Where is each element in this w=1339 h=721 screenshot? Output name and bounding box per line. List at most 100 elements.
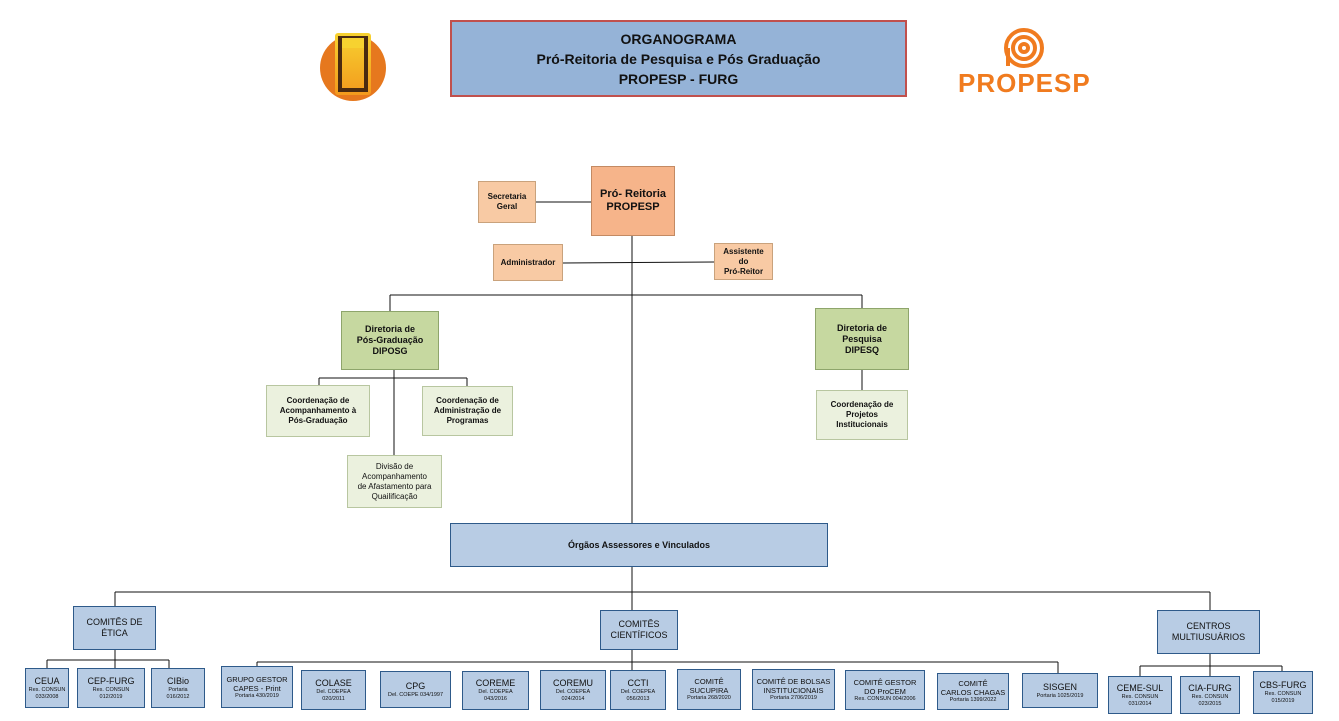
orgaos-assessores-box: Órgãos Assessores e Vinculados (450, 523, 828, 567)
cibio-ref-1: Portaria (168, 686, 188, 693)
bolsas-ref: Portaria 2706/2019 (770, 695, 817, 701)
cep-name: CEP-FURG (87, 675, 135, 686)
coreme-name: COREME (475, 678, 516, 688)
committee-coreme: COREME Del. COEPEA 043/2016 (462, 671, 529, 710)
cbs-furg-ref-2: 015/2019 (1271, 698, 1295, 704)
assistente-line-3: Pró-Reitor (723, 266, 764, 276)
coord-acomp-line-1: Coordenação de (286, 396, 350, 405)
sisgen-ref: Portaria 1025/2019 (1036, 692, 1084, 699)
orgaos-label: Órgãos Assessores e Vinculados (567, 539, 711, 550)
cpg-ref: Del. COEPE 034/1997 (387, 691, 444, 698)
cia-furg-ref-2: 023/2015 (1198, 700, 1222, 707)
org-chart-title: ORGANOGRAMA Pró-Reitoria de Pesquisa e P… (450, 20, 907, 97)
ceua-ref-2: 033/2008 (35, 693, 59, 700)
etica-line-1: COMITÊS DE (86, 617, 143, 627)
title-line-2: Pró-Reitoria de Pesquisa e Pós Graduação (536, 50, 821, 67)
carlos-chagas-ref: Portaria 1399/2022 (949, 697, 997, 703)
cep-ref-1: Res. CONSUN (92, 686, 130, 693)
ccti-ref-1: Del. COEPEA (620, 688, 656, 695)
pro-reitoria-box: Pró- Reitoria PROPESP (591, 166, 675, 236)
sucupira-name-1: COMITÊ (694, 677, 724, 686)
committee-colase: COLASE Del. COEPEA 020/2011 (301, 670, 366, 710)
grupo-gestor-name-1: GRUPO GESTOR (226, 674, 288, 684)
etica-line-2: ÉTICA (101, 628, 128, 638)
committee-ccti: CCTI Del. COEPEA 056/2013 (610, 670, 666, 710)
coord-admin-line-2: Administração de (433, 406, 502, 415)
coord-proj-line-2: Projetos (845, 410, 878, 419)
comites-cientificos-box: COMITÊS CIENTÍFICOS (600, 610, 678, 650)
coordenacao-projetos-box: Coordenação de Projetos Institucionais (816, 390, 908, 440)
ceme-sul-ref-1: Res. CONSUN (1121, 693, 1159, 700)
secretaria-line-1: Secretaria (487, 192, 527, 201)
bolsas-name-2: INSTITUCIONAIS (763, 686, 824, 695)
coord-acomp-line-2: Acompanhamento à (279, 406, 357, 415)
bolsas-name-1: COMITÊ DE BOLSAS (756, 677, 831, 686)
ccti-name: CCTI (627, 677, 649, 688)
cia-furg-ref-1: Res. CONSUN (1191, 693, 1229, 700)
coremu-name: COREMU (553, 677, 593, 688)
committee-carlos-chagas: COMITÊ CARLOS CHAGAS Portaria 1399/2022 (937, 673, 1009, 710)
administrador-box: Administrador (493, 244, 563, 281)
center-ceme-sul: CEME-SUL Res. CONSUN 031/2014 (1108, 676, 1172, 714)
committee-ceua: CEUA Res. CONSUN 033/2008 (25, 668, 69, 708)
center-cia-furg: CIA-FURG Res. CONSUN 023/2015 (1180, 676, 1240, 714)
committee-sucupira: COMITÊ SUCUPIRA Portaria 268/2020 (677, 669, 741, 710)
cientificos-line-1: COMITÊS (618, 619, 660, 629)
diposg-line-1: Diretoria de (364, 324, 415, 334)
cientificos-line-2: CIENTÍFICOS (610, 630, 668, 640)
divisao-afastamento-box: Divisão de Acompanhamento de Afastamento… (347, 455, 442, 508)
coord-proj-line-3: Institucionais (836, 420, 888, 429)
dipesq-line-3: DIPESQ (844, 344, 879, 355)
coordenacao-administracao-box: Coordenação de Administração de Programa… (422, 386, 513, 436)
university-logo (318, 24, 388, 102)
coordenacao-acompanhamento-box: Coordenação de Acompanhamento à Pós-Grad… (266, 385, 370, 437)
divisao-line-2: Acompanhamento (362, 471, 427, 481)
diposg-line-2: Pós-Graduação (356, 335, 424, 345)
coreme-ref-1: Del. COEPEA (478, 689, 513, 695)
propesp-logo-text: PROPESP (958, 68, 1091, 98)
divisao-line-3: de Afastamento para (357, 481, 432, 491)
coord-proj-line-1: Coordenação de (830, 400, 894, 409)
coremu-ref-1: Del. COEPEA (555, 688, 591, 695)
committee-cep-furg: CEP-FURG Res. CONSUN 012/2019 (77, 668, 145, 708)
pro-reitoria-line-1: Pró- Reitoria (599, 188, 666, 200)
diposg-box: Diretoria de Pós-Graduação DIPOSG (341, 311, 439, 370)
committee-bolsas: COMITÊ DE BOLSAS INSTITUCIONAIS Portaria… (752, 669, 835, 710)
divisao-line-4: Quailificação (371, 491, 418, 501)
sisgen-name: SISGEN (1042, 681, 1077, 692)
title-line-3: PROPESP - FURG (618, 70, 739, 87)
cbs-furg-ref-1: Res. CONSUN (1264, 691, 1302, 697)
coord-admin-line-3: Programas (446, 416, 489, 425)
carlos-chagas-name-1: COMITÊ (958, 679, 988, 688)
comites-etica-box: COMITÊS DE ÉTICA (73, 606, 156, 650)
centros-multiusuarios-box: CENTROS MULTIUSUÁRIOS (1157, 610, 1260, 654)
dipesq-line-1: Diretoria de (836, 322, 887, 333)
center-cbs-furg: CBS-FURG Res. CONSUN 015/2019 (1253, 671, 1313, 714)
ceua-ref-1: Res. CONSUN (28, 686, 66, 693)
procem-ref: Res. CONSUN 004/2006 (854, 695, 916, 702)
cia-furg-name: CIA-FURG (1188, 682, 1232, 693)
procem-name-2: DO ProCEM (864, 686, 906, 696)
propesp-emblem-icon (1004, 28, 1044, 68)
coord-admin-line-1: Coordenação de (436, 396, 499, 405)
coremu-ref-2: 024/2014 (561, 695, 585, 702)
ceme-sul-ref-2: 031/2014 (1128, 700, 1152, 707)
centros-line-1: CENTROS (1186, 621, 1231, 631)
sucupira-name-2: SUCUPIRA (689, 686, 729, 695)
assistente-line-1: Assistente (723, 246, 764, 256)
cbs-furg-name: CBS-FURG (1259, 680, 1307, 690)
colase-ref-2: 020/2011 (322, 695, 345, 702)
centros-line-2: MULTIUSUÁRIOS (1171, 632, 1246, 642)
secretaria-line-2: Geral (496, 202, 518, 211)
dipesq-line-2: Pesquisa (842, 333, 882, 344)
colase-ref-1: Del. COEPEA (316, 688, 351, 695)
committee-procem: COMITÊ GESTOR DO ProCEM Res. CONSUN 004/… (845, 670, 925, 710)
cibio-name: CIBio (166, 675, 189, 686)
cpg-name: CPG (405, 680, 426, 691)
assistente-box: Assistente do Pró-Reitor (714, 243, 773, 280)
ceme-sul-name: CEME-SUL (1116, 682, 1164, 693)
committee-coremu: COREMU Del. COEPEA 024/2014 (540, 670, 606, 710)
procem-name-1: COMITÊ GESTOR (853, 677, 917, 687)
committee-grupo-gestor: GRUPO GESTOR CAPES - Print Portaria 430/… (221, 666, 293, 708)
